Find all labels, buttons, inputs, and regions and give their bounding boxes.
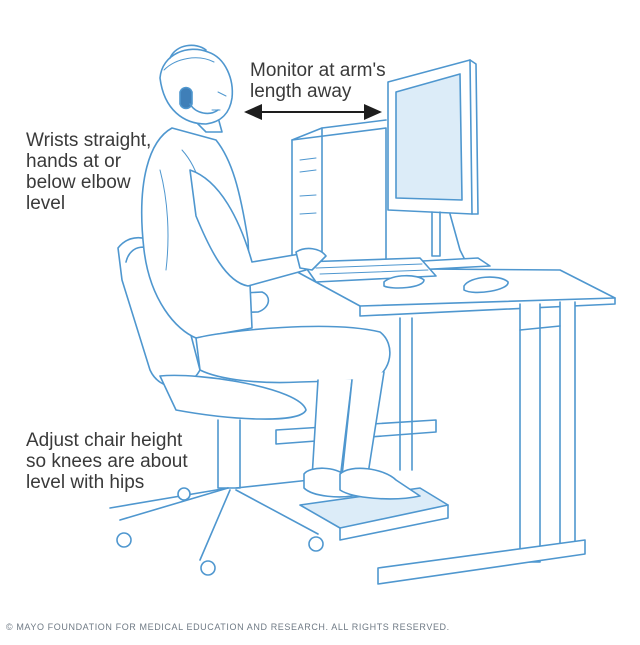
label-line: Monitor at arm's xyxy=(250,60,386,81)
monitor xyxy=(388,60,490,270)
label-line: hands at or xyxy=(26,151,151,172)
label-line: level xyxy=(26,193,151,214)
label-line: so knees are about xyxy=(26,451,188,472)
label-line: below elbow xyxy=(26,172,151,193)
chair-height-label: Adjust chair height so knees are about l… xyxy=(26,430,188,493)
label-line: Wrists straight, xyxy=(26,130,151,151)
label-line: Adjust chair height xyxy=(26,430,188,451)
monitor-distance-label: Monitor at arm's length away xyxy=(250,60,386,102)
wrist-position-label: Wrists straight, hands at or below elbow… xyxy=(26,130,151,214)
computer-tower xyxy=(292,120,386,262)
label-line: length away xyxy=(250,81,386,102)
label-line: level with hips xyxy=(26,472,188,493)
copyright-notice: © MAYO FOUNDATION FOR MEDICAL EDUCATION … xyxy=(6,622,450,632)
